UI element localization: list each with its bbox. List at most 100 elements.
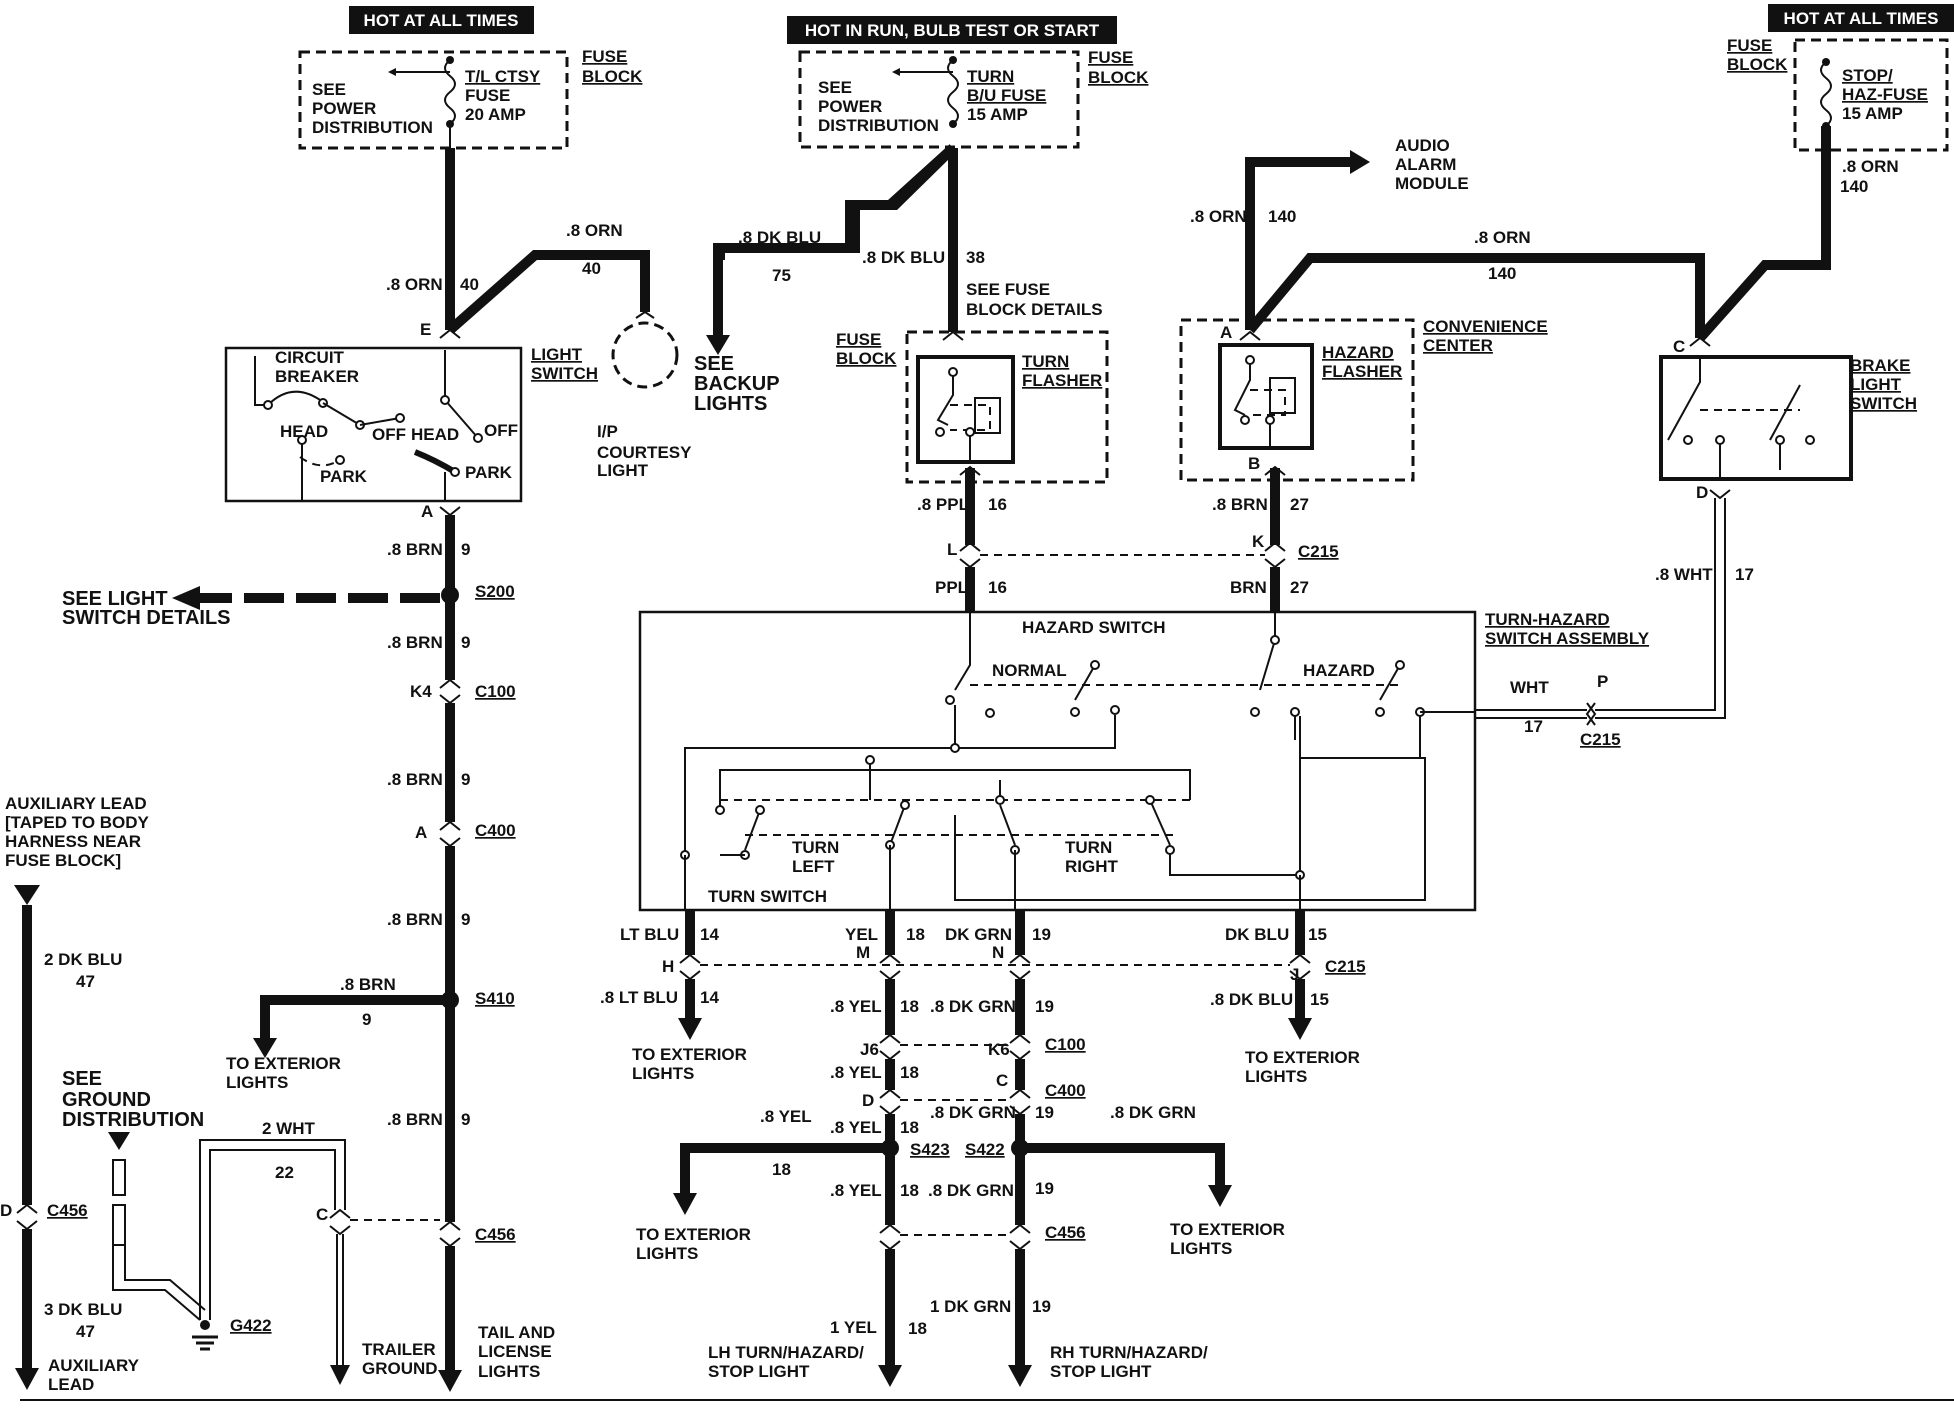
wire-19c: 19 bbox=[1035, 1103, 1054, 1122]
fuse-details-l2: BLOCK DETAILS bbox=[966, 300, 1103, 319]
fuse-left-name2: FUSE bbox=[465, 86, 510, 105]
exterior-yel-l2: LIGHTS bbox=[636, 1244, 698, 1263]
wire-wht17: .8 WHT bbox=[1655, 565, 1713, 584]
conn-c-pin2: C bbox=[996, 1071, 1008, 1090]
hf-name1: HAZARD bbox=[1322, 343, 1394, 362]
aux-l1: AUXILIARY LEAD bbox=[5, 794, 147, 813]
wire-18d: 18 bbox=[900, 1118, 919, 1137]
wire-brn9e: .8 BRN bbox=[340, 975, 396, 994]
hf-name2: FLASHER bbox=[1322, 362, 1402, 381]
wire-ppl16b: PPL bbox=[935, 578, 968, 597]
lh-l2: STOP LIGHT bbox=[708, 1362, 810, 1381]
rh-l2: STOP LIGHT bbox=[1050, 1362, 1152, 1381]
conn-k6: K6 bbox=[988, 1040, 1010, 1059]
conn-c400b: C400 bbox=[1045, 1081, 1086, 1100]
wire-18b: 18 bbox=[900, 997, 919, 1016]
wire-47a: 47 bbox=[76, 972, 95, 991]
hz-turn-switch: TURN SWITCH bbox=[708, 887, 827, 906]
conn-h: H bbox=[662, 957, 674, 976]
bottom-outputs bbox=[20, 910, 1954, 1401]
wire-dkblu15: DK BLU bbox=[1225, 925, 1289, 944]
backup-l3: LIGHTS bbox=[694, 393, 767, 415]
wire-19: 19 bbox=[1032, 925, 1051, 944]
tf-block1: FUSE bbox=[836, 330, 881, 349]
conn-c215: C215 bbox=[1298, 542, 1339, 561]
bls-pin-d: D bbox=[1696, 483, 1708, 502]
ls-head2: HEAD bbox=[411, 425, 459, 444]
wire-14: 14 bbox=[700, 925, 719, 944]
tf-name1: TURN bbox=[1022, 352, 1069, 371]
hz-name2: SWITCH ASSEMBLY bbox=[1485, 629, 1650, 648]
wire-yel18g: 1 YEL bbox=[830, 1318, 877, 1337]
conn-c400: C400 bbox=[475, 821, 516, 840]
wire-yel18: YEL bbox=[845, 925, 878, 944]
fuse-block-mid: SEE POWER DISTRIBUTION TURN B/U FUSE 15 … bbox=[798, 48, 1149, 149]
ls-park2: PARK bbox=[465, 463, 513, 482]
fuse-left-see: SEE bbox=[312, 80, 346, 99]
fuse-mid-rating: 15 AMP bbox=[967, 105, 1028, 124]
header-hot-in-run: HOT IN RUN, BULB TEST OR START bbox=[787, 16, 1117, 44]
conn-s410: S410 bbox=[475, 989, 515, 1008]
wire-19f: 19 bbox=[1032, 1297, 1051, 1316]
left-column-wiring bbox=[439, 148, 679, 389]
hf-cc1: CONVENIENCE bbox=[1423, 317, 1548, 336]
conn-j: J bbox=[1290, 965, 1299, 984]
wire-orn140b: .8 ORN bbox=[1474, 228, 1531, 247]
orn140-wiring bbox=[1245, 126, 1831, 342]
tail-l1: TAIL AND bbox=[478, 1323, 555, 1342]
see-light-switch-l1: SEE LIGHT bbox=[62, 588, 168, 610]
ls-off2: OFF bbox=[484, 421, 518, 440]
fuse-left-power: POWER bbox=[312, 99, 376, 118]
exterior-left-l1: TO EXTERIOR bbox=[226, 1054, 341, 1073]
wire-orn140a: .8 ORN bbox=[1190, 207, 1247, 226]
conn-c215c: C215 bbox=[1325, 957, 1366, 976]
wire-yel18e: .8 YEL bbox=[760, 1107, 812, 1126]
wire-22: 22 bbox=[275, 1163, 294, 1182]
hazard-flasher: A B HAZARD FLASHER CONVENIENCE CENTER bbox=[1179, 317, 1548, 612]
lh-l1: LH TURN/HAZARD/ bbox=[708, 1343, 864, 1362]
wire-brn9-vertical bbox=[438, 506, 462, 1392]
fuse-left-block1: FUSE bbox=[582, 47, 627, 66]
wire-dkgrn19b: .8 DK GRN bbox=[930, 997, 1016, 1016]
wire-27b: 27 bbox=[1290, 578, 1309, 597]
conn-d-pin: D bbox=[862, 1091, 874, 1110]
conn-s423: S423 bbox=[910, 1140, 950, 1159]
wire-15: 15 bbox=[1308, 925, 1327, 944]
hz-name1: TURN-HAZARD bbox=[1485, 610, 1610, 629]
wire-40b-label: 40 bbox=[582, 259, 601, 278]
ls-off: OFF bbox=[372, 425, 406, 444]
fuse-left-block2: BLOCK bbox=[582, 67, 643, 86]
fuse-right-block1: FUSE bbox=[1727, 36, 1772, 55]
conn-c100: C100 bbox=[475, 682, 516, 701]
conn-s422: S422 bbox=[965, 1140, 1005, 1159]
courtesy-l1: I/P bbox=[597, 422, 618, 441]
wire-14b: 14 bbox=[700, 988, 719, 1007]
wire-9c: 9 bbox=[461, 770, 470, 789]
wire-18c: 18 bbox=[900, 1063, 919, 1082]
svg-text:HOT AT ALL TIMES: HOT AT ALL TIMES bbox=[1784, 9, 1939, 28]
wire-ltblu14b: .8 LT BLU bbox=[600, 988, 678, 1007]
wire-140b: 140 bbox=[1488, 264, 1516, 283]
svg-text:HOT AT ALL TIMES: HOT AT ALL TIMES bbox=[364, 11, 519, 30]
ls-pin-a: A bbox=[421, 502, 433, 521]
wire-brn9f: .8 BRN bbox=[387, 1110, 443, 1129]
bls-l1: BRAKE bbox=[1850, 356, 1910, 375]
conn-c456b: C456 bbox=[475, 1225, 516, 1244]
fuse-mid-name1: TURN bbox=[967, 67, 1014, 86]
audio-l3: MODULE bbox=[1395, 174, 1469, 193]
aux-l2: [TAPED TO BODY bbox=[5, 813, 150, 832]
hf-pin-b: B bbox=[1248, 454, 1260, 473]
wire-27: 27 bbox=[1290, 495, 1309, 514]
exterior-db-l1: TO EXTERIOR bbox=[1245, 1048, 1360, 1067]
wire-18g: 18 bbox=[908, 1319, 927, 1338]
wire-brn9b: .8 BRN bbox=[387, 633, 443, 652]
hz-hazard: HAZARD bbox=[1303, 661, 1375, 680]
backup-l1: SEE bbox=[694, 353, 734, 375]
tf-name2: FLASHER bbox=[1022, 371, 1102, 390]
wire-yel18c: .8 YEL bbox=[830, 1063, 882, 1082]
wire-17: 17 bbox=[1735, 565, 1754, 584]
see-light-switch-l2: SWITCH DETAILS bbox=[62, 607, 231, 629]
wire-19e: 19 bbox=[1035, 1179, 1054, 1198]
wire-dkgrn19: DK GRN bbox=[945, 925, 1012, 944]
